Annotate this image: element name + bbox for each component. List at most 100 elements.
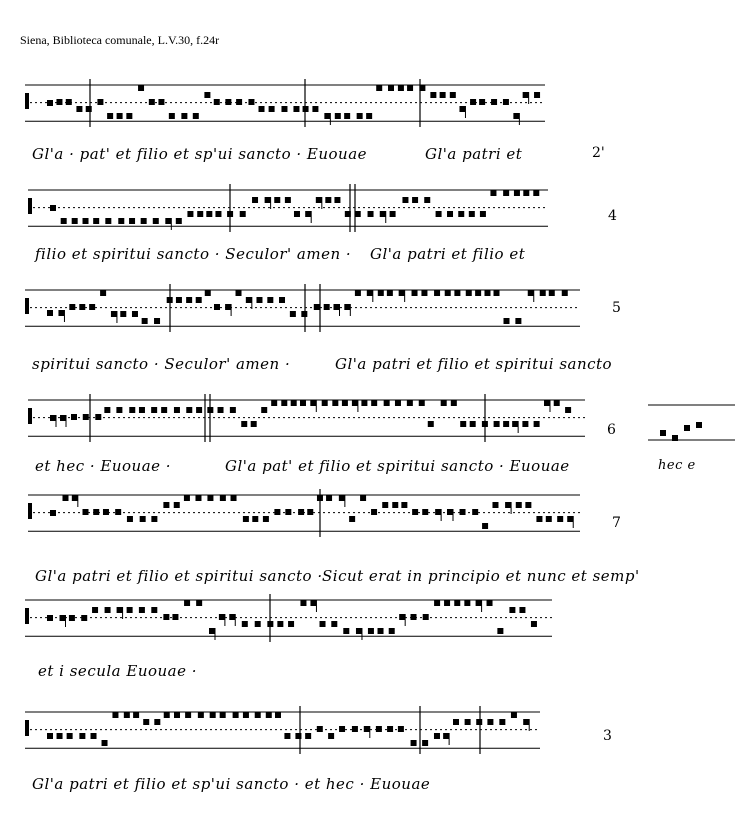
neume-note: [525, 502, 532, 508]
neume-note: [195, 297, 202, 303]
neume-note: [186, 297, 193, 303]
neume-note: [47, 615, 53, 621]
neume-note: [503, 318, 510, 324]
neume-note: [102, 509, 109, 515]
neume-note: [183, 495, 190, 501]
neume-note: [284, 197, 291, 203]
neume-note: [196, 600, 203, 606]
neume-note: [139, 516, 146, 522]
neume-note: [351, 400, 358, 406]
neume-note: [377, 628, 384, 634]
neume-note: [279, 297, 286, 303]
neume-note: [354, 211, 361, 217]
neume-note: [281, 400, 288, 406]
neume-note: [168, 113, 175, 119]
neume-note: [401, 502, 408, 508]
neume-note: [475, 600, 482, 606]
neume-note: [523, 190, 530, 196]
margin-number: 6: [607, 422, 616, 438]
lyrics-line: Sicut erat in principio et nunc et semp': [322, 567, 640, 585]
neume-note: [493, 290, 500, 296]
neume-note: [354, 290, 361, 296]
neume-note: [328, 733, 335, 739]
neume-note: [129, 407, 136, 413]
neume-note: [239, 211, 246, 217]
neume-note: [323, 304, 330, 310]
neume-note: [503, 190, 510, 196]
neume-note: [316, 726, 323, 732]
neume-note: [245, 297, 252, 303]
neume-note: [79, 733, 86, 739]
neume-note: [325, 197, 332, 203]
neume-note: [502, 99, 509, 105]
clef-mark: [25, 298, 29, 314]
neume-note: [453, 719, 460, 725]
lyrics-line: filio et spiritui sancto · Seculor' amen…: [35, 245, 352, 263]
neume-note: [324, 113, 331, 119]
neume-note: [341, 400, 348, 406]
neume-note: [71, 218, 78, 224]
neume-note: [355, 628, 362, 634]
neume-note: [60, 415, 67, 421]
neume-note: [446, 509, 453, 515]
neume-note: [141, 318, 148, 324]
neume-note: [236, 99, 243, 105]
neume-note: [301, 311, 308, 317]
neume-note: [410, 740, 417, 746]
neume-note: [138, 607, 145, 613]
neume-note: [101, 740, 108, 746]
neume-note: [47, 100, 53, 106]
neume-note: [672, 435, 678, 441]
neume-note: [172, 614, 179, 620]
neume-note: [181, 113, 188, 119]
neume-note: [242, 712, 249, 718]
neume-note: [422, 509, 429, 515]
lyrics-line: Gl'a patri et: [425, 145, 523, 163]
neume-note: [187, 211, 194, 217]
neume-note: [513, 190, 520, 196]
neume-note: [660, 430, 666, 436]
lyrics-line: Gl'a · pat' et filio et sp'ui sancto · E…: [32, 145, 368, 163]
neume-note: [356, 113, 363, 119]
neume-note: [539, 290, 546, 296]
neume-note: [105, 218, 112, 224]
neume-note: [310, 600, 317, 606]
neume-note: [66, 733, 73, 739]
margin-number: 3: [603, 728, 612, 744]
neume-note: [197, 211, 204, 217]
neume-note: [475, 290, 482, 296]
neume-note: [151, 516, 158, 522]
neume-note: [235, 290, 242, 296]
neume-note: [232, 712, 239, 718]
neume-note: [339, 726, 346, 732]
neume-note: [332, 400, 339, 406]
neume-note: [218, 614, 225, 620]
neume-note: [129, 218, 136, 224]
neume-note: [166, 297, 173, 303]
clef-mark: [25, 720, 29, 736]
neume-note: [406, 400, 413, 406]
neume-note: [434, 600, 441, 606]
neume-note: [85, 106, 92, 112]
neume-note: [402, 197, 409, 203]
neume-note: [175, 218, 182, 224]
neume-note: [90, 733, 97, 739]
neume-note: [334, 113, 341, 119]
neume-note: [47, 733, 53, 739]
neume-note: [173, 502, 180, 508]
neume-note: [344, 304, 351, 310]
neume-note: [268, 106, 275, 112]
neume-note: [219, 712, 226, 718]
neume-note: [213, 304, 220, 310]
neume-note: [450, 400, 457, 406]
neume-note: [464, 600, 471, 606]
clef-mark: [25, 93, 29, 109]
neume-note: [186, 407, 193, 413]
neume-note: [458, 211, 465, 217]
neume-note: [225, 304, 232, 310]
neume-note: [440, 400, 447, 406]
neume-note: [460, 421, 467, 427]
neume-note: [470, 99, 477, 105]
neume-note: [472, 509, 479, 515]
neume-note: [104, 407, 111, 413]
